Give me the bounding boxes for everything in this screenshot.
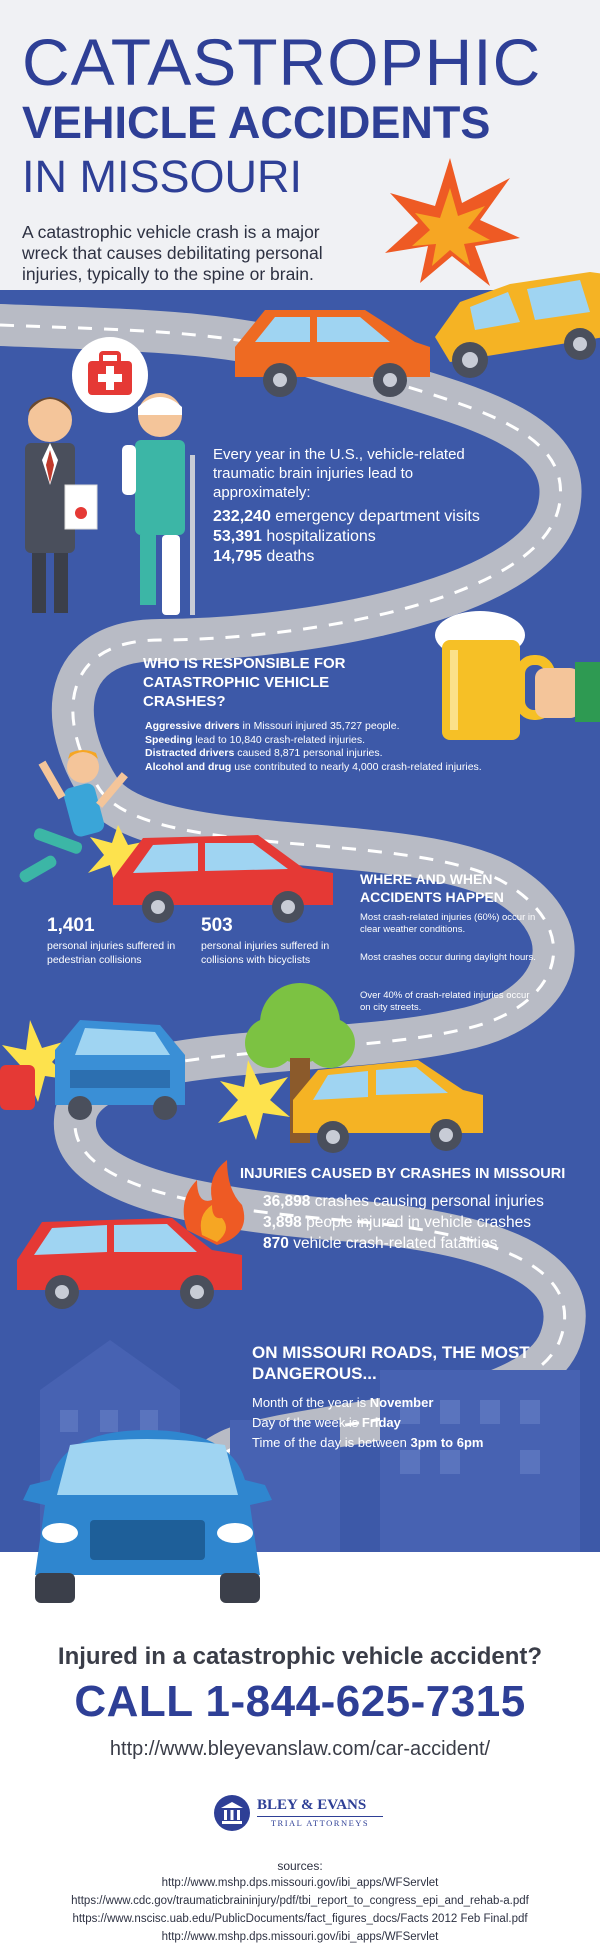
injuries-stats-list: 36,898 crashes causing personal injuries… [263, 1191, 593, 1254]
sources-heading: sources: [277, 1859, 323, 1873]
injuries-stat-label: vehicle crash-related fatalities [293, 1235, 498, 1252]
responsible-item-text: caused 8,871 personal injuries. [237, 747, 383, 759]
dangerous-item-value: November [369, 1395, 434, 1410]
injuries-stat-number: 870 [263, 1235, 289, 1252]
source-link[interactable]: https://www.nscisc.uab.edu/PublicDocumen… [72, 1913, 528, 1925]
tbi-stat-item: 232,240 emergency department visits [213, 507, 513, 527]
source-link[interactable]: http://www.mshp.dps.missouri.gov/ibi_app… [161, 1877, 439, 1889]
responsible-item-text: lead to 10,840 crash-related injuries. [195, 733, 366, 746]
tbi-stat-label: hospitalizations [266, 528, 376, 545]
red-car-icon [113, 835, 333, 923]
responsible-item-bold: Speeding [145, 733, 193, 746]
source-link[interactable]: http://www.mshp.dps.missouri.gov/ibi_app… [161, 1931, 439, 1943]
responsible-item-bold: Alcohol and drug [145, 760, 232, 773]
pedestrian-icon [19, 750, 153, 890]
bley-evans-logo[interactable]: BLEY & EVANS TRIAL ATTORNEYS [213, 1794, 393, 1834]
dangerous-item: Month of the year is November [252, 1393, 582, 1413]
pedestrian-stat-number: 1,401 [47, 915, 95, 936]
dangerous-item: Day of the week is Friday [252, 1413, 582, 1433]
lawyer-and-patient-icon [25, 393, 195, 615]
dangerous-item-label: Month of the year is [252, 1395, 367, 1410]
tbi-stat-item: 53,391 hospitalizations [213, 527, 513, 547]
blue-car-crash-icon [0, 1020, 185, 1120]
footer-question: Injured in a catastrophic vehicle accide… [57, 1643, 543, 1670]
tbi-stat-number: 53,391 [213, 528, 262, 545]
responsible-item: Alcohol and drug use contributed to near… [145, 761, 565, 775]
dangerous-list: Month of the year is November Day of the… [252, 1393, 582, 1453]
dangerous-heading: ON MISSOURI ROADS, THE MOST DANGEROUS... [252, 1343, 530, 1383]
tbi-stat-number: 232,240 [213, 508, 271, 525]
courthouse-logo-icon [214, 1795, 250, 1831]
injuries-stat-item: 3,898 people injured in vehicle crashes [263, 1212, 593, 1233]
tbi-stat-label: emergency department visits [275, 508, 480, 525]
yellow-car-icon [435, 272, 600, 378]
title-line-1: CATASTROPHIC [22, 25, 542, 99]
tbi-stat-item: 14,795 deaths [213, 547, 513, 567]
orange-car-icon [235, 310, 430, 397]
tbi-stats-list: 232,240 emergency department visits 53,3… [213, 507, 513, 567]
responsible-item-text: use contributed to nearly 4,000 crash-re… [234, 760, 482, 773]
responsible-item-bold: Aggressive drivers [145, 720, 240, 732]
injuries-stat-item: 870 vehicle crash-related fatalities [263, 1233, 593, 1254]
where-when-item: Over 40% of crash-related injuries occur… [360, 990, 530, 1013]
responsible-item-text: in Missouri injured 35,727 people. [242, 720, 400, 732]
bicyclist-stat-number: 503 [201, 915, 233, 936]
winding-road [0, 304, 586, 1560]
logo-name: BLEY & EVANS [257, 1797, 367, 1813]
injuries-stat-number: 36,898 [263, 1193, 311, 1210]
dangerous-item-label: Day of the week is [252, 1415, 359, 1430]
responsible-item: Distracted drivers caused 8,871 personal… [145, 747, 565, 761]
where-when-item: Most crashes occur during daylight hours… [360, 952, 536, 963]
beer-mug-icon [435, 611, 600, 740]
explosion-icon [385, 158, 520, 286]
injuries-stat-number: 3,898 [263, 1214, 302, 1231]
pedestrian-stat-text: personal injuries suffered in pedestrian… [47, 940, 176, 966]
bicyclist-stat-text: personal injuries suffered in collisions… [201, 940, 330, 966]
dangerous-item: Time of the day is between 3pm to 6pm [252, 1433, 582, 1453]
website-link[interactable]: http://www.bleyevanslaw.com/car-accident… [109, 1738, 491, 1760]
injuries-heading: INJURIES CAUSED BY CRASHES IN MISSOURI [240, 1166, 566, 1182]
call-phone-link[interactable]: CALL 1-844-625-7315 [74, 1677, 526, 1726]
tbi-lead-text: Every year in the U.S., vehicle-related … [213, 446, 465, 501]
responsible-item: Aggressive drivers in Missouri injured 3… [145, 720, 565, 734]
main-background [0, 290, 600, 1552]
dangerous-item-value: Friday [361, 1415, 401, 1430]
tbi-stat-label: deaths [266, 548, 315, 565]
where-when-item: Most crash-related injuries (60%) occur … [360, 912, 536, 935]
responsible-item: Speeding lead to 10,840 crash-related in… [145, 734, 565, 748]
where-when-heading: WHERE AND WHEN ACCIDENTS HAPPEN [360, 871, 504, 905]
source-link[interactable]: https://www.cdc.gov/traumaticbraininjury… [71, 1895, 529, 1907]
injuries-stat-label: crashes causing personal injuries [314, 1193, 544, 1210]
yellow-car-crash-icon [218, 1060, 483, 1153]
tbi-stat-number: 14,795 [213, 548, 262, 565]
intro-text: A catastrophic vehicle crash is a major … [22, 222, 323, 284]
injuries-stat-label: people injured in vehicle crashes [306, 1214, 531, 1231]
responsible-heading: WHO IS RESPONSIBLE FOR CATASTROPHIC VEHI… [143, 655, 346, 710]
title-line-2: VEHICLE ACCIDENTS [22, 97, 491, 148]
title-line-3: IN MISSOURI [22, 151, 303, 202]
blue-car-front-icon [23, 1430, 272, 1603]
dangerous-item-label: Time of the day is between [252, 1435, 407, 1450]
footer-background [0, 1552, 600, 1950]
responsible-list: Aggressive drivers in Missouri injured 3… [145, 720, 565, 774]
dangerous-item-value: 3pm to 6pm [410, 1435, 484, 1450]
first-aid-icon [72, 337, 148, 413]
responsible-item-bold: Distracted drivers [145, 747, 235, 759]
burning-car-icon [17, 1160, 245, 1309]
header-background [0, 0, 600, 340]
logo-subtitle: TRIAL ATTORNEYS [257, 1816, 383, 1828]
injuries-stat-item: 36,898 crashes causing personal injuries [263, 1191, 593, 1212]
